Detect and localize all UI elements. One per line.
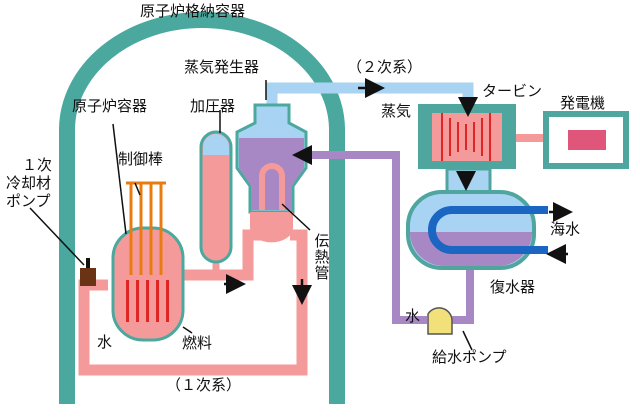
label-primary-pump-line1: １次 [22, 156, 53, 174]
steam-line [266, 82, 474, 105]
label-control-rods: 制御棒 [118, 150, 164, 168]
label-pressurizer: 加圧器 [190, 97, 236, 115]
steam-generator-plenum [250, 212, 293, 243]
label-condenser: 復水器 [490, 278, 536, 296]
primary-coolant-pump [80, 268, 96, 286]
label-steam-generator: 蒸気発生器 [184, 58, 260, 76]
label-water-left: 水 [97, 333, 113, 351]
heat-transfer-tube [259, 163, 285, 210]
turbine-blades [441, 113, 491, 161]
label-water-right: 水 [405, 307, 421, 325]
pressurizer-vessel [199, 130, 233, 264]
turbine-shaft [516, 134, 546, 142]
label-reactor-vessel: 原子炉容器 [72, 97, 148, 115]
label-feed-pump: 給水ポンプ [432, 348, 507, 366]
label-heat-tube: 伝熱管 [314, 232, 330, 282]
steam-generator-water [239, 138, 304, 210]
label-primary-pump-line3: ポンプ [6, 192, 51, 210]
label-fuel: 燃料 [182, 334, 213, 352]
pressurizer-steam-space [203, 134, 229, 155]
leader-lines [29, 80, 473, 351]
label-secondary-system: （２次系） [347, 58, 423, 76]
label-primary-pump-line2: 冷却材 [6, 174, 52, 192]
fuel-rods [126, 280, 169, 322]
sea-water-tube [428, 206, 548, 254]
generator-rotor [568, 130, 606, 150]
control-rods [126, 181, 166, 275]
label-steam: 蒸気 [381, 102, 412, 120]
label-generator: 発電機 [560, 94, 606, 112]
feedwater-pump [427, 307, 453, 335]
flow-arrows [224, 78, 573, 305]
label-containment-vessel: 原子炉格納容器 [140, 2, 246, 20]
label-sea-water: 海水 [550, 220, 581, 238]
label-turbine: タービン [482, 82, 543, 100]
label-primary-system: （１次系） [166, 376, 242, 394]
